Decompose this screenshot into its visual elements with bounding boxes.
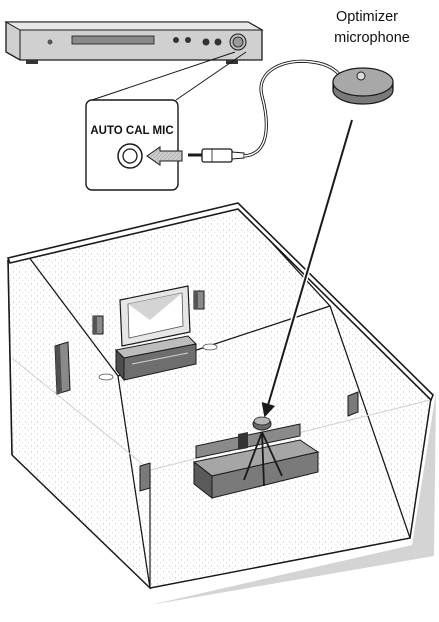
av-receiver-icon — [6, 22, 262, 64]
jack-label: AUTO CAL MIC — [90, 125, 173, 137]
surround-left-speaker-icon — [140, 463, 150, 491]
microphone-cable — [244, 61, 342, 156]
mini-plug-icon — [188, 149, 244, 162]
mic-title-line1: Optimizer — [336, 9, 398, 25]
surround-right-speaker-icon — [348, 392, 358, 416]
front-left-speaker-icon — [93, 316, 103, 334]
mic-jack-icon — [118, 144, 142, 168]
subwoofer-icon — [99, 374, 113, 380]
optimizer-microphone-icon — [333, 68, 393, 104]
jack-callout: AUTO CAL MIC — [86, 100, 182, 190]
front-right-speaker-icon — [194, 291, 204, 309]
mic-title-line2: microphone — [334, 30, 410, 46]
front-right-base-icon — [203, 344, 217, 350]
room-illustration — [8, 203, 436, 605]
left-tall-speaker-icon — [55, 342, 70, 394]
